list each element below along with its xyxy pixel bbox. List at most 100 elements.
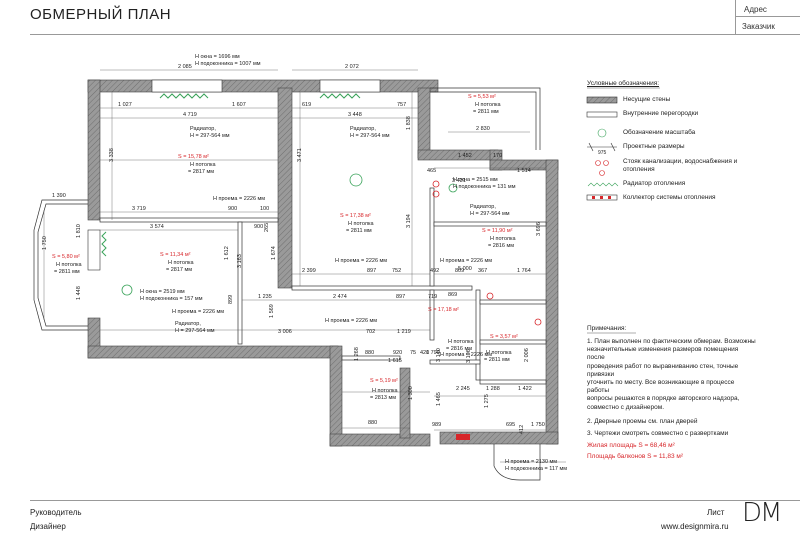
scale-markers [121,173,458,296]
note-line: 2. Дверные проемы см. план дверей [587,417,698,425]
svg-text:S = 15,78 м²: S = 15,78 м² [178,154,209,160]
svg-text:S = 5,80 м²: S = 5,80 м² [52,254,80,260]
dimension-label: 989 [432,422,441,428]
sheet-label: Лист [707,508,725,517]
svg-text:H потолка: H потолка [190,162,217,168]
svg-text:= 2811 мм: = 2811 мм [54,269,80,275]
svg-text:H потолка: H потолка [168,260,195,266]
dimension-label: 2 830 [476,126,490,132]
radiator-label: Радиатор, [350,126,376,132]
dimension-label: 3 194 [406,214,412,228]
riser-marks [432,180,542,326]
dimension-label: 1 027 [118,102,132,108]
designer-label: Дизайнер [30,522,66,531]
legend-collector: Коллектор системы отопления [623,194,716,201]
dimension-label: 4 719 [183,112,197,118]
dimension-label: 265 [264,223,270,232]
notes-title: Примечания: [587,325,627,332]
svg-text:H потолка: H потолка [475,102,502,108]
note-line: проведения работ по выравниванию стен, т… [587,362,739,378]
legend-riser: Стояк канализации, водоснабжения и отопл… [623,158,738,173]
dimension-label: 1 465 [436,392,442,406]
dimension-label: 1 615 [388,358,402,364]
svg-text:= 2811 мм: = 2811 мм [484,357,510,363]
svg-text:= 2817 мм: = 2817 мм [188,169,214,175]
dimension-label: 897 [396,294,405,300]
opening-height: H проема = 2226 мм [440,352,492,358]
room-label: S = 5,80 м² H потолка = 2811 мм [52,254,83,275]
svg-text:H потолка: H потолка [372,388,399,394]
dimension-label: 880 [368,420,377,426]
room-label: S = 3,57 м² H потолка = 2811 мм [484,334,518,363]
note-line: совместно с дизайнером. [587,403,665,411]
room-label: S = 15,78 м² H потолка = 2817 мм [178,154,217,175]
radiators [101,93,361,257]
opening-height: H проема = 2226 мм [440,258,492,264]
note-line: уточнить по месту. Все возникающие в про… [587,379,735,395]
dimension-label: 465 [427,168,436,174]
legend-title: Условные обозначения: [587,80,660,87]
dimension-label: 2 399 [302,268,316,274]
dimension-label: 1 514 [517,168,531,174]
dimension-label: 1 750 [531,422,545,428]
dimension-label: 3 574 [150,224,164,230]
dimension-label: 3 106 [466,349,472,363]
dimension-label: 2 245 [456,386,470,392]
partitions [99,187,547,385]
note-line: 3. Чертежи смотреть совместно с развертк… [587,430,729,438]
dimension-label: 619 [302,102,311,108]
dimension-label: 2 006 [524,348,530,362]
header-row-divider [735,16,800,17]
dimension-label: 1 612 [224,246,230,260]
dimension-label: 920 [393,350,402,356]
dimension-label: 719 [428,294,437,300]
svg-text:S = 5,19 м²: S = 5,19 м² [370,378,398,384]
svg-text:= 2811 мм: = 2811 мм [346,228,372,234]
svg-text:= 2816 мм: = 2816 мм [446,346,472,352]
collector-marks [456,434,470,440]
note-line: незначительные изменения размеров помеще… [587,346,739,362]
svg-text:S = 3,57 м²: S = 3,57 м² [490,334,518,340]
dimension-label: 3 448 [348,112,362,118]
small-window-height: H окна = 2515 мм [453,177,498,183]
legend-radiator: Радиатор отопления [623,180,686,187]
radiator-height: H = 297-564 мм [190,133,230,139]
dimension-label: 1 607 [232,102,246,108]
room-label: S = 5,53 м² H потолка = 2811 мм [468,94,502,115]
room-label: S = 17,18 м² H потолка = 2816 мм [428,307,475,352]
dimension-label: 3 163 [237,254,243,268]
dimension-label: 170 [493,153,502,159]
dimension-label: 869 [448,292,457,298]
dimension-label: 1 268 [354,347,360,361]
dimension-label: 900 [254,224,263,230]
room-label: S = 5,19 м² H потолка = 2813 мм [370,378,399,401]
opening-height: H проема = 2226 мм [213,196,265,202]
dimension-label: 5 000 [458,266,472,272]
dimension-label: 880 [365,350,374,356]
legend-dimension-value: 975 [598,150,607,156]
top-window-height: H окна = 1696 мм [195,54,240,60]
dimension-label: 3 006 [278,329,292,335]
dimension-label: 492 [430,268,439,274]
opening-height: H проема = 2226 мм [335,258,387,264]
svg-text:H потолка: H потолка [448,339,475,345]
website-link[interactable]: www.designmira.ru [661,522,729,531]
dimension-label: 1 810 [76,224,82,238]
footer-divider [30,500,800,501]
bottom-opening-height: H проема = 2130 мм [505,459,557,465]
dimension-label: 100 [260,206,269,212]
dimension-label: 1 790 [426,350,440,356]
dimension-label: 75 [410,350,416,356]
balcony-left [33,199,88,331]
dimension-label: 1 448 [76,286,82,300]
living-area: Жилая площадь S = 68,46 м² [587,442,675,450]
left-window-height: H окна = 2519 мм [140,289,185,295]
dimension-label: 752 [392,268,401,274]
radiator-height: H = 297-564 мм [470,211,510,217]
dimension-label: 1 219 [397,329,411,335]
balcony-bottom [493,444,541,481]
dimension-label: 897 [367,268,376,274]
svg-text:H потолка: H потолка [486,350,513,356]
legend-bearing-walls: Несущие стены [623,96,671,103]
